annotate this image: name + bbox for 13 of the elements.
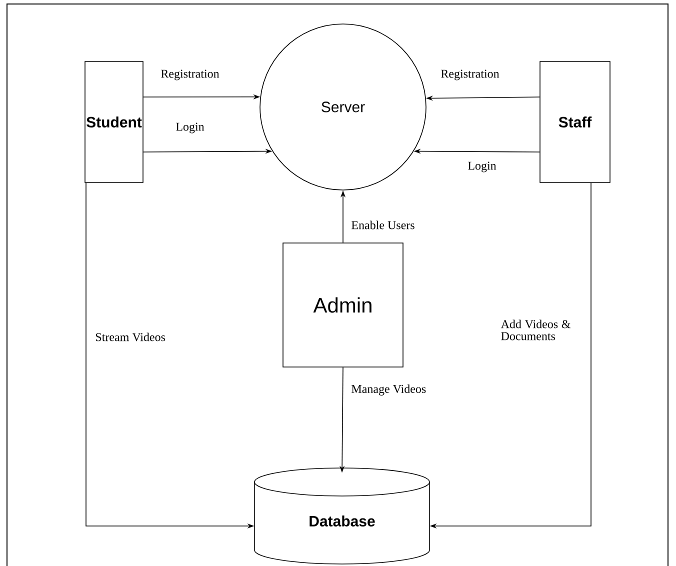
edge-label: Stream Videos xyxy=(96,332,166,342)
entity-box: Staff xyxy=(540,61,610,183)
node-label: Database xyxy=(310,515,375,526)
entity-box: Admin xyxy=(282,242,404,368)
edge-label: Manage Videos xyxy=(352,384,426,396)
database-cylinder: Database xyxy=(254,468,430,564)
edge-label: Registration xyxy=(441,70,500,80)
edge-label: Add Videos & Documents xyxy=(500,320,571,340)
edge-label: Registration xyxy=(161,70,220,80)
entity-box: Student xyxy=(84,61,144,183)
edge-label: Login xyxy=(468,162,496,172)
edge-label: Login xyxy=(176,122,204,134)
edge-label: Enable Users xyxy=(352,220,414,230)
